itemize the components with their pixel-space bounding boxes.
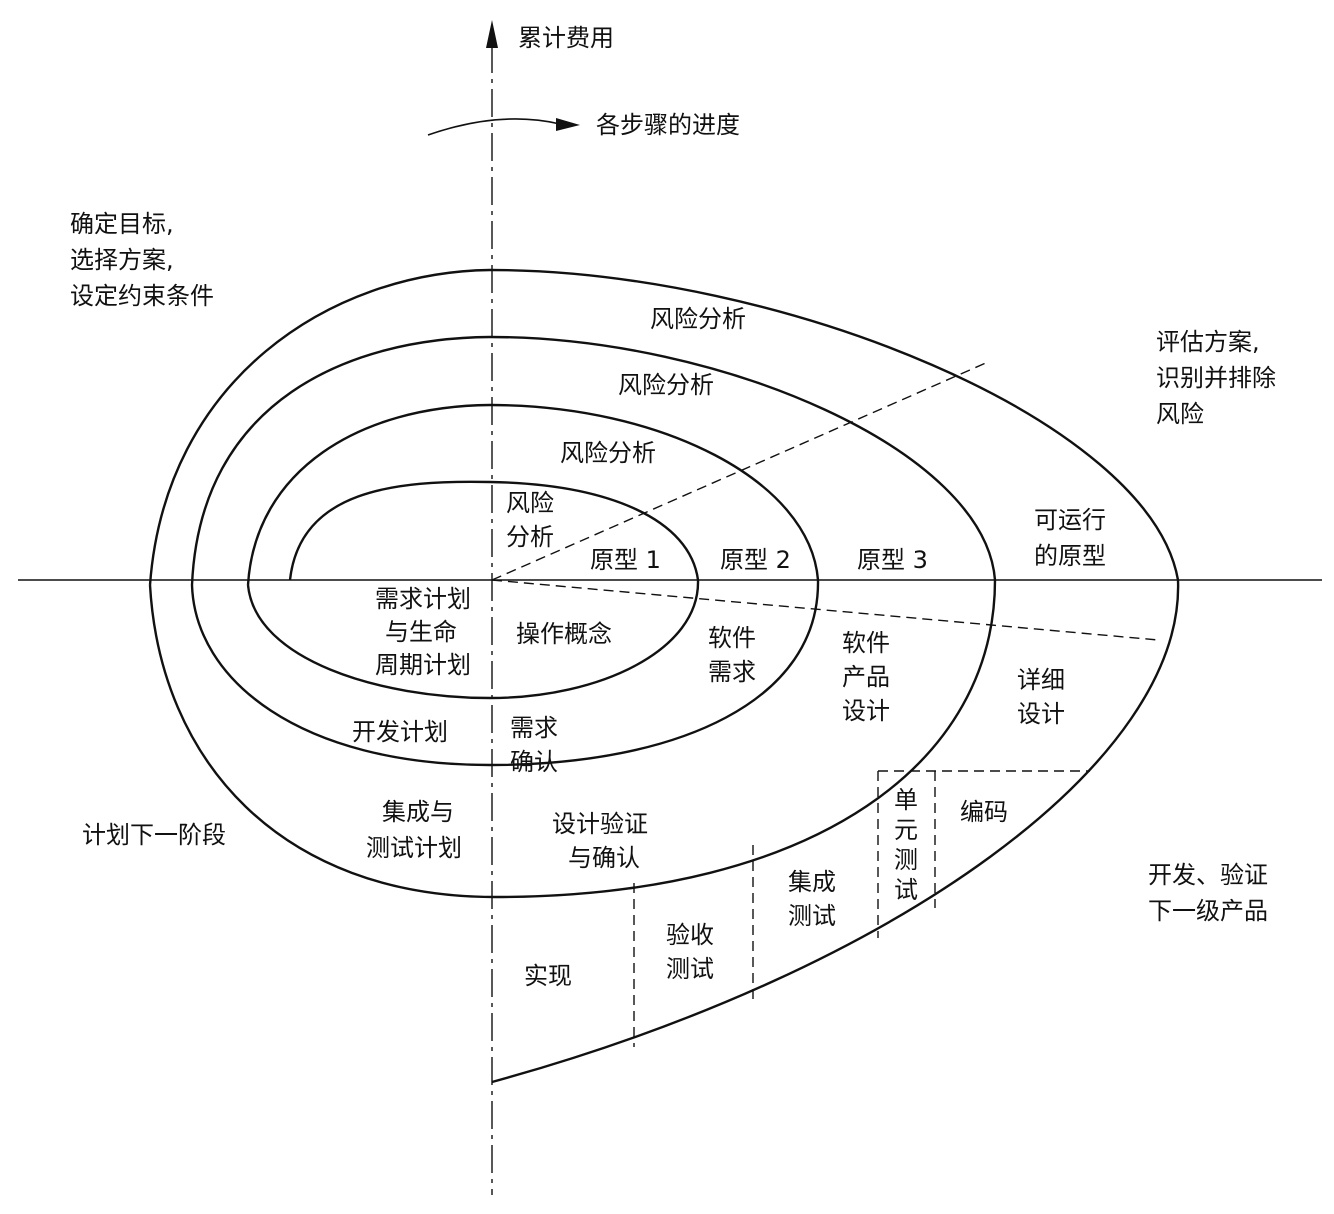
- quadrant-top-right-line-1: 评估方案,: [1156, 328, 1260, 356]
- quadrant-top-left-line-2: 选择方案,: [70, 246, 174, 274]
- prototype-2: 原型 2: [720, 546, 791, 574]
- quadrant-bottom-right-line-2: 下一级产品: [1148, 897, 1268, 925]
- risk-analysis-inner-line-2: 分析: [506, 523, 554, 551]
- vertical-axis-arrowhead: [486, 20, 498, 48]
- spiral-loop-outer: [148, 268, 1180, 1084]
- software-requirements-line-1: 软件: [708, 624, 756, 652]
- risk-analysis-inner-line-1: 风险: [506, 489, 554, 517]
- acceptance-test-line-1: 验收: [666, 921, 714, 949]
- development-plan: 开发计划: [352, 718, 448, 746]
- quadrant-top-left-line-3: 设定约束条件: [70, 282, 214, 310]
- design-validation-line-1: 设计验证: [552, 810, 648, 838]
- quadrant-bottom-left: 计划下一阶段: [82, 821, 226, 849]
- product-design-line-3: 设计: [842, 697, 890, 725]
- cost-axis-label: 累计费用: [518, 24, 614, 52]
- implementation: 实现: [524, 962, 572, 990]
- requirements-validation-line-2: 确认: [510, 748, 558, 776]
- product-design-line-2: 产品: [842, 663, 890, 691]
- quadrant-bottom-right-line-1: 开发、验证: [1148, 861, 1268, 889]
- risk-boundary-upper: [491, 361, 989, 581]
- detailed-design-line-2: 设计: [1017, 700, 1065, 728]
- risk-analysis-outer: 风险分析: [650, 305, 746, 333]
- detailed-design-line-1: 详细: [1017, 666, 1065, 694]
- unit-test-char-1: 单: [894, 786, 918, 814]
- spiral-loop-third: [148, 335, 997, 899]
- integration-plan-line-1: 集成与: [382, 798, 454, 826]
- requirements-plan-line-3: 周期计划: [375, 651, 471, 679]
- unit-test-char-4: 试: [894, 876, 918, 904]
- integration-test-line-2: 测试: [788, 902, 836, 930]
- design-validation-line-2: 与确认: [568, 844, 640, 872]
- unit-test-char-2: 元: [894, 816, 918, 844]
- coding: 编码: [960, 798, 1008, 826]
- operational-prototype-line-1: 可运行: [1034, 506, 1106, 534]
- spiral-loop-inner: [246, 480, 700, 700]
- quadrant-top-left-line-1: 确定目标,: [70, 210, 174, 238]
- requirements-validation-line-1: 需求: [510, 714, 558, 742]
- progress-label: 各步骤的进度: [596, 111, 740, 139]
- spiral-loop-second: [190, 403, 820, 767]
- integration-plan-line-2: 测试计划: [366, 834, 462, 862]
- quadrant-top-right-line-3: 风险: [1156, 400, 1204, 428]
- risk-analysis-third: 风险分析: [560, 439, 656, 467]
- prototype-1: 原型 1: [590, 546, 661, 574]
- software-requirements-line-2: 需求: [708, 658, 756, 686]
- concept-of-operation: 操作概念: [516, 620, 612, 648]
- prototype-3: 原型 3: [857, 546, 928, 574]
- risk-analysis-second: 风险分析: [618, 371, 714, 399]
- progress-arrowhead: [556, 118, 580, 131]
- quadrant-top-right-line-2: 识别并排除: [1156, 364, 1276, 392]
- acceptance-test-line-2: 测试: [666, 955, 714, 983]
- product-design-line-1: 软件: [842, 629, 890, 657]
- requirements-plan-line-1: 需求计划: [375, 585, 471, 613]
- integration-test-line-1: 集成: [788, 868, 836, 896]
- operational-prototype-line-2: 的原型: [1034, 542, 1106, 570]
- progress-arrow: [427, 118, 561, 136]
- unit-test-char-3: 测: [894, 846, 918, 874]
- requirements-plan-line-2: 与生命: [385, 618, 457, 646]
